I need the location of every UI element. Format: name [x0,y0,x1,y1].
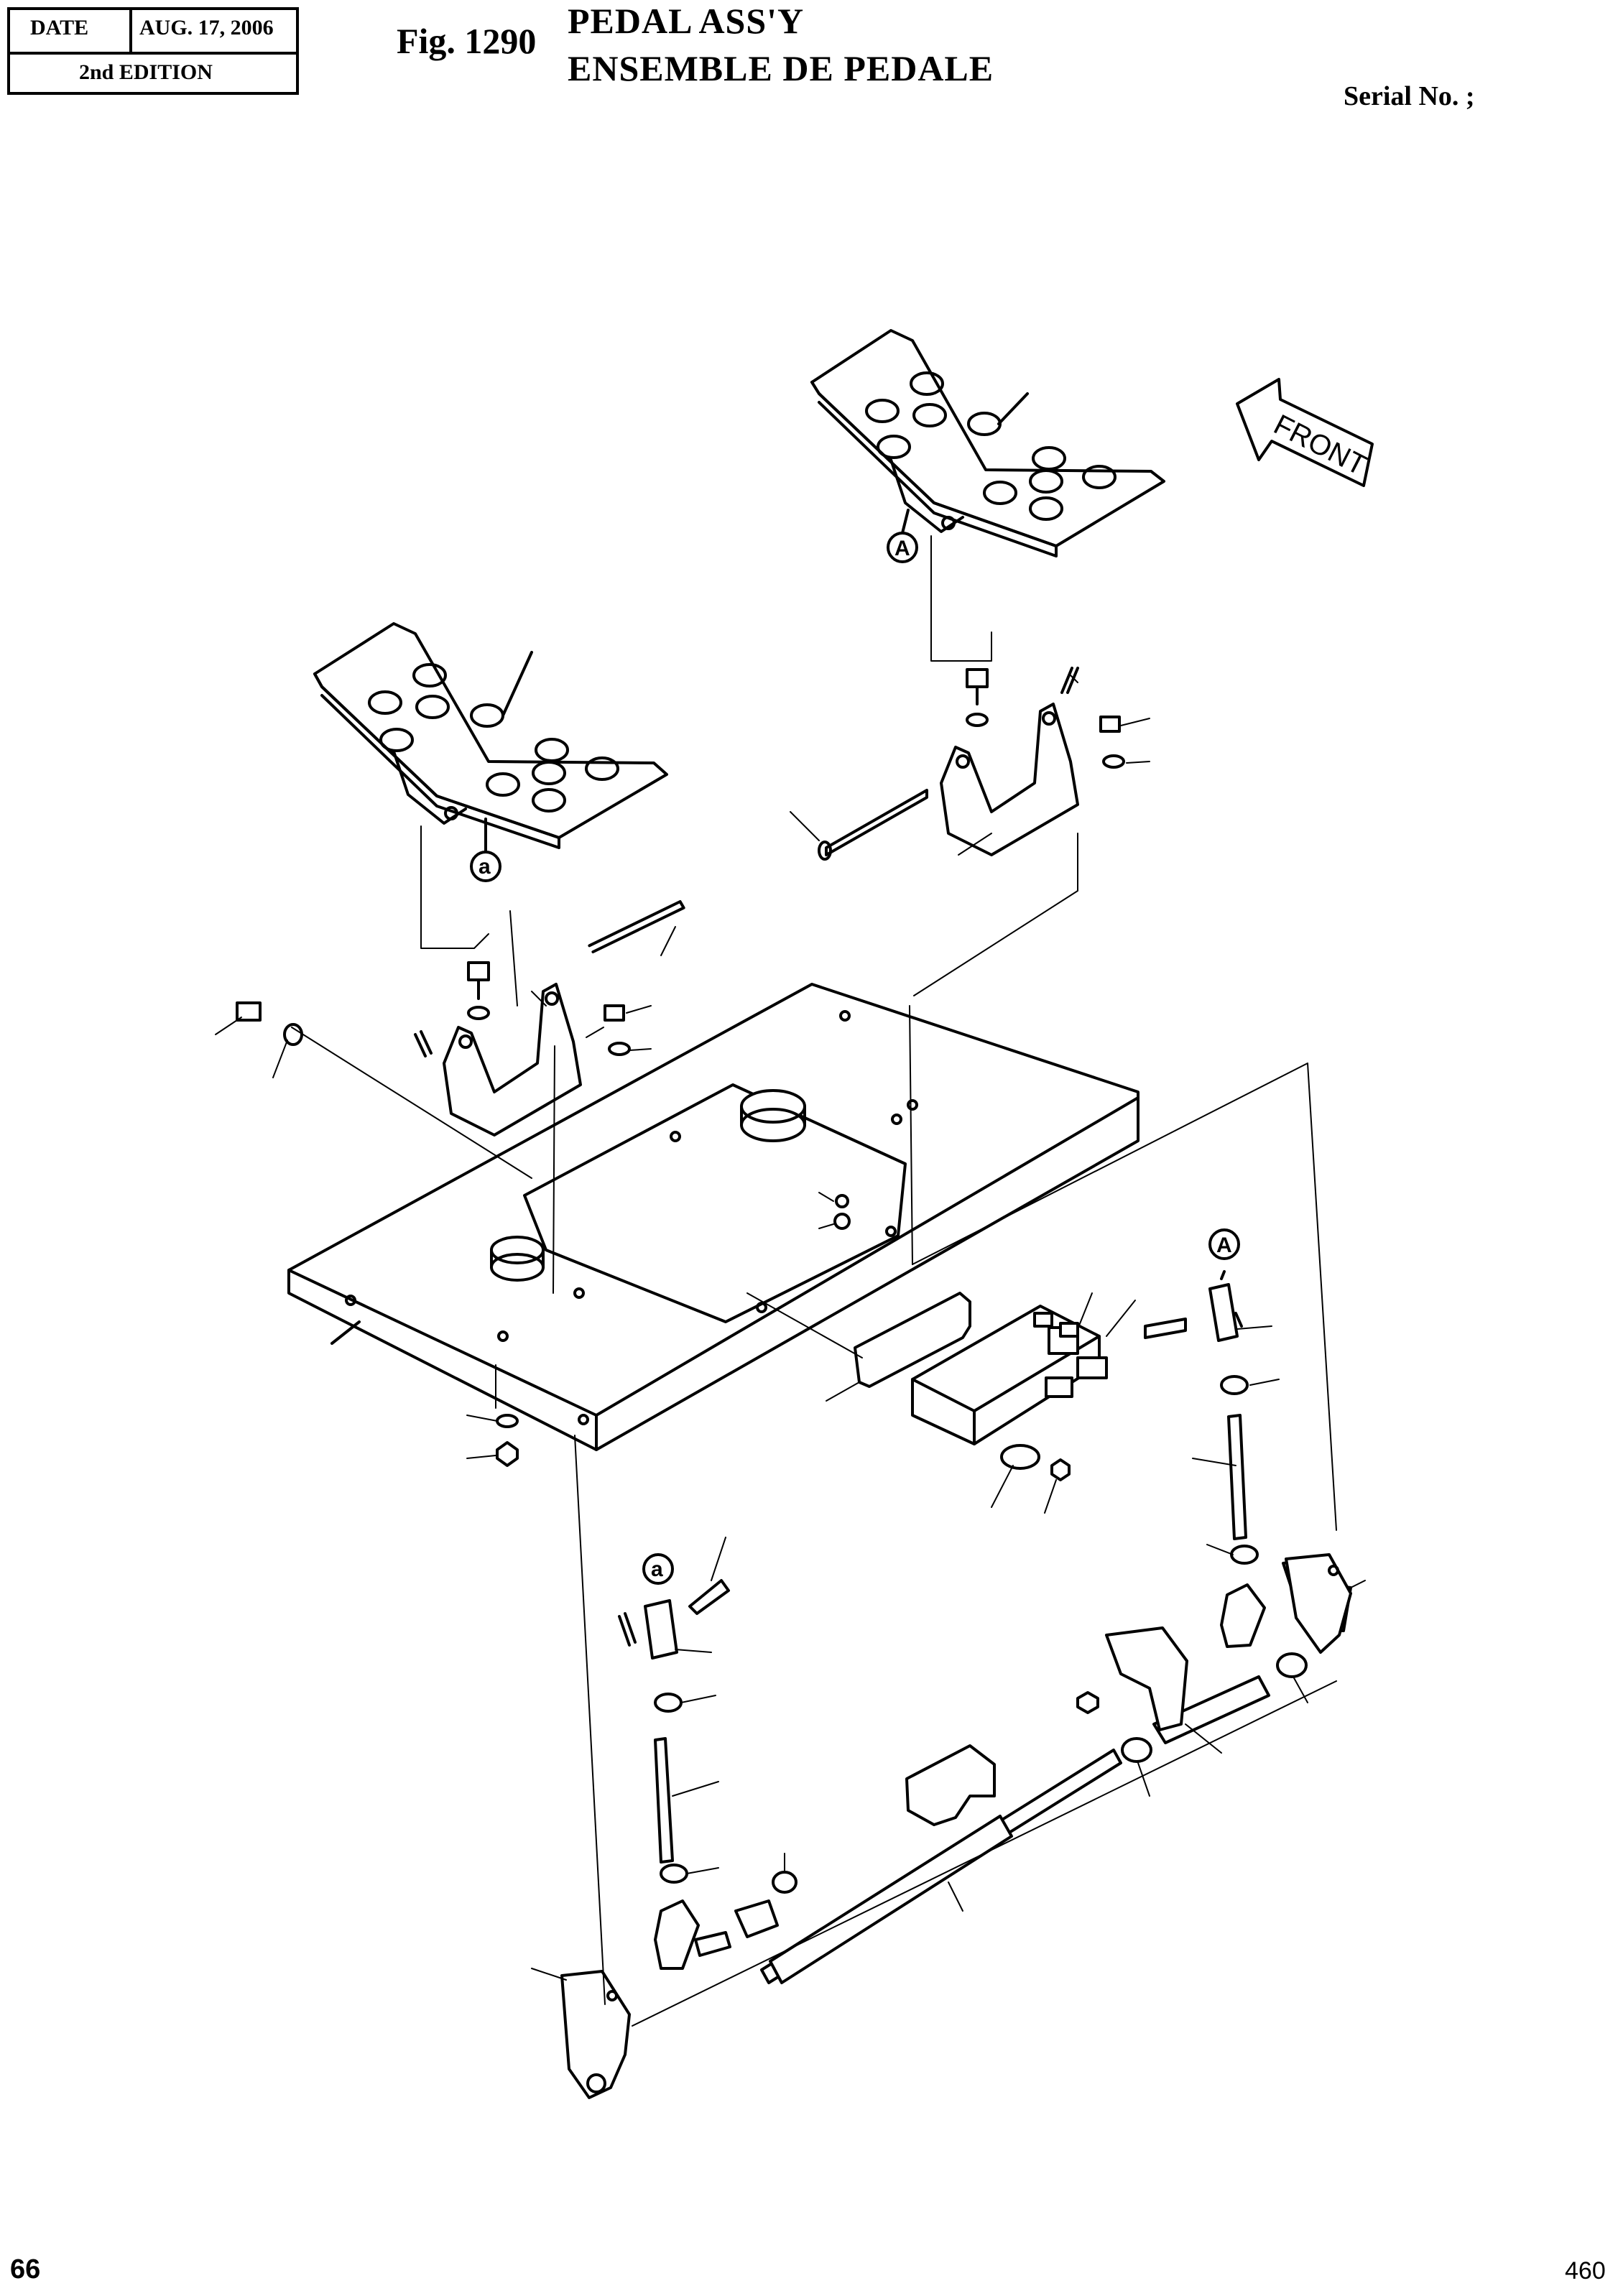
page-number-right: 460 [1565,2257,1606,2285]
pedal-plate-left [313,622,668,849]
header-info-box: DATE AUG. 17, 2006 2nd EDITION [7,7,299,95]
pedal-bracket-left [236,900,685,1137]
figure-title-en: PEDAL ASS'Y [568,1,805,41]
page-number-left: 66 [10,2254,41,2285]
callout-A-upper: A [887,509,918,563]
callout-A-lower: A [1208,1228,1240,1260]
callout-A-lower-label: A [1216,1233,1232,1257]
switch-assembly [854,1292,1108,1481]
figure-title-fr: ENSEMBLE DE PEDALE [568,48,994,88]
date-label: DATE [30,16,89,40]
front-direction-arrow: FRONT [1236,378,1374,487]
cross-shaft-lower [734,1626,1270,1984]
floor-plate [287,983,1139,1451]
date-value: AUG. 17, 2006 [139,16,274,40]
projection-lines [291,535,1337,2027]
callout-a-lower-label: a [651,1557,663,1581]
linkage-rod-left [618,1579,731,1970]
pedal-plate-right [810,329,1165,557]
pedal-arm-lower-left [560,1970,631,2099]
callout-a-upper: a [470,818,501,882]
pedal-arm-right [1285,1553,1352,1654]
part-leader-lines [215,675,1366,1981]
serial-number-label: Serial No. ; [1344,81,1475,111]
figure-number: Fig. 1290 [397,21,537,61]
edition-label: 2nd EDITION [79,60,213,84]
callout-a-lower: a [642,1553,674,1585]
callout-a-upper-label: a [479,855,491,879]
pedal-bracket-right [818,667,1125,861]
floor-plate-fasteners [496,1414,519,1467]
callout-A-upper-label: A [894,537,910,560]
